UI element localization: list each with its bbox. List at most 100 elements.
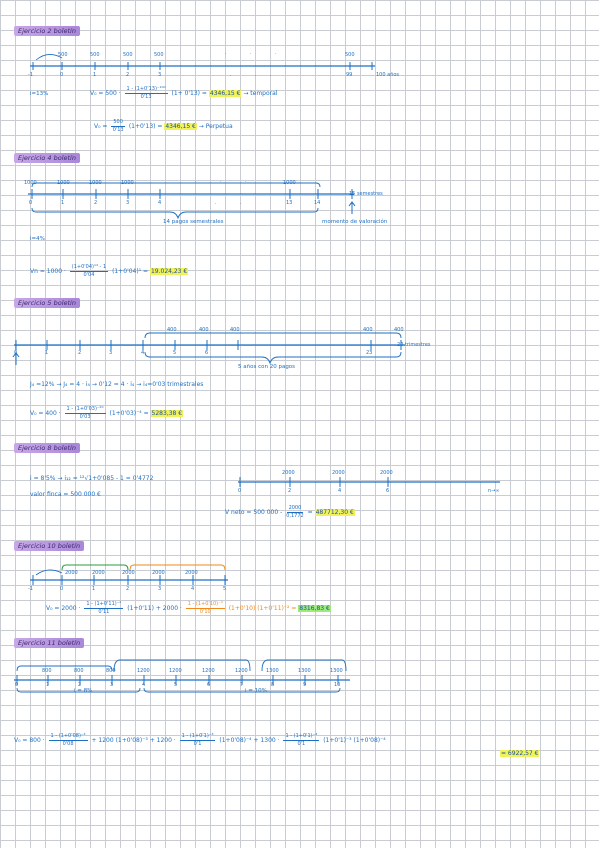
ex4-top-label: 1000 [24,180,37,186]
ex2-bottom-label: . [270,72,272,78]
ex11-top-label: 1300 [298,668,311,674]
ex11-bottom-label: 6 [207,682,211,688]
ex8-value-line: valor finca = 500 000 € [30,491,101,498]
ex2-bottom-label: 2 [126,72,130,78]
ex5-brace-label: 5 años con 20 pagos [238,364,296,370]
ex4-valuation-moment: momento de valoración [322,219,388,225]
ex2-bottom-label: 3 [158,72,162,78]
ex11-bottom-label: 4 [142,682,146,688]
ex2-top-label: 500 [154,52,164,58]
ex8-top-label: 2000 [282,470,295,476]
ex2-rate: i=13% [30,91,49,97]
ex10-bottom-label: 1 [92,586,96,592]
ex5-bottom-label: 2 [78,350,82,356]
ex4-top-label: 1000 [89,180,102,186]
ex2-bottom-label: . [255,72,257,78]
ex5-top-label: 400 [167,327,177,333]
ex2-top-label: . [275,50,277,56]
ex2-bottom-label: 1 [93,72,97,78]
ex2-top-label: . [225,50,227,56]
exercise-2-header: Ejercicio 2 boletín [14,26,80,36]
ex11-bottom-label: 3 [110,682,114,688]
ex4-bottom-label: 0 [29,200,33,206]
ex4-bottom-label: 15 semestres [349,191,383,197]
ex2-bottom-label: 99 [346,72,353,78]
ex8-bottom-label: 4 [338,488,342,494]
ex11-bottom-label: 0 [15,682,19,688]
ex11-top-label: 1300 [266,668,279,674]
ex4-bottom-label: . [215,200,217,206]
ex11-bottom-label: 10 [334,682,341,688]
ex2-top-label: 500 [345,52,355,58]
ex4-bottom-label: 14 [314,200,321,206]
ex4-bottom-label: 1 [61,200,65,206]
exercise-10-header: Ejercicio 10 boletín [14,541,85,551]
ex11-bottom-label: 5 [174,682,178,688]
ex8-bottom-label: 2 [288,488,292,494]
ex11-top-label: 800 [42,668,52,674]
ex11-rate-2: i = 10% [245,688,267,694]
ex11-bottom-label: 7 [240,682,244,688]
ex10-top-label: 2000 [185,570,198,576]
ex11-top-label: 800 [74,668,84,674]
ex11-top-label: 800 [106,668,116,674]
ex4-brace-label: 14 pagos semestrales [163,219,224,225]
ex11-top-label: 1200 [202,668,215,674]
ex11-rate-1: i = 8% [74,688,93,694]
ex2-bottom-label: . [230,72,232,78]
ex5-bottom-label: 0 [14,350,18,356]
ex10-bottom-label: 0 [60,586,64,592]
ex2-top-label: 500 [58,52,68,58]
ex10-top-label: 2000 [152,570,165,576]
ex11-top-label: 1200 [137,668,150,674]
ex5-bottom-label: 1 [45,350,49,356]
exercise-8-header: Ejercicio 8 boletín [14,443,80,453]
ex2-bottom-label: 0 [60,72,64,78]
ex2-top-label: 500 [90,52,100,58]
ex10-top-label: 2000 [92,570,105,576]
ex4-top-label: 1000 [121,180,134,186]
ex11-bottom-label: 8 [271,682,275,688]
ex11-top-label: 1300 [330,668,343,674]
ex4-top-label: 1000 [283,180,296,186]
ex5-top-label: 400 [230,327,240,333]
ex5-bottom-label: 6 [205,350,209,356]
ex11-bottom-label: 9 [303,682,307,688]
ex5-top-label: 400 [199,327,209,333]
ex5-top-label: 400 [363,327,373,333]
ex2-bottom-label: -1 [28,72,33,78]
exercise-4-header: Ejercicio 4 boletín [14,153,80,163]
ex10-top-label: 2000 [65,570,78,576]
ex10-top-label: 2000 [122,570,135,576]
ex11-top-label: 1200 [235,668,248,674]
ex10-bottom-label: 5 [223,586,227,592]
ex10-bottom-label: 2 [126,586,130,592]
ex11-bottom-label: 2 [78,682,82,688]
ex8-top-label: 2000 [380,470,393,476]
ex5-rate-line: J₄ =12% → J₄ = 4 · i₄ → 0'12 = 4 · i₄ → … [30,381,204,388]
ex5-bottom-label: 24 trimestres [397,342,431,348]
ex8-rate-line: i = 8'5% → i₁₂ = ¹²√1+0'085 - 1 = 0'4772 [30,475,154,482]
ex5-bottom-label: 5 [173,350,177,356]
ex10-bottom-label: -1 [28,586,33,592]
exercise-5-header: Ejercicio 5 boletín [14,298,80,308]
ex5-bottom-label: 23 [366,350,373,356]
ex4-top-label: 1000 [57,180,70,186]
ex10-bottom-label: 4 [191,586,195,592]
ex2-top-label: . [250,50,252,56]
ex4-top-label: . [245,178,247,184]
ex11-bottom-label: 1 [46,682,50,688]
ex4-rate: i=4% [30,236,45,242]
ex8-bottom-label: n→∞ [488,488,500,494]
